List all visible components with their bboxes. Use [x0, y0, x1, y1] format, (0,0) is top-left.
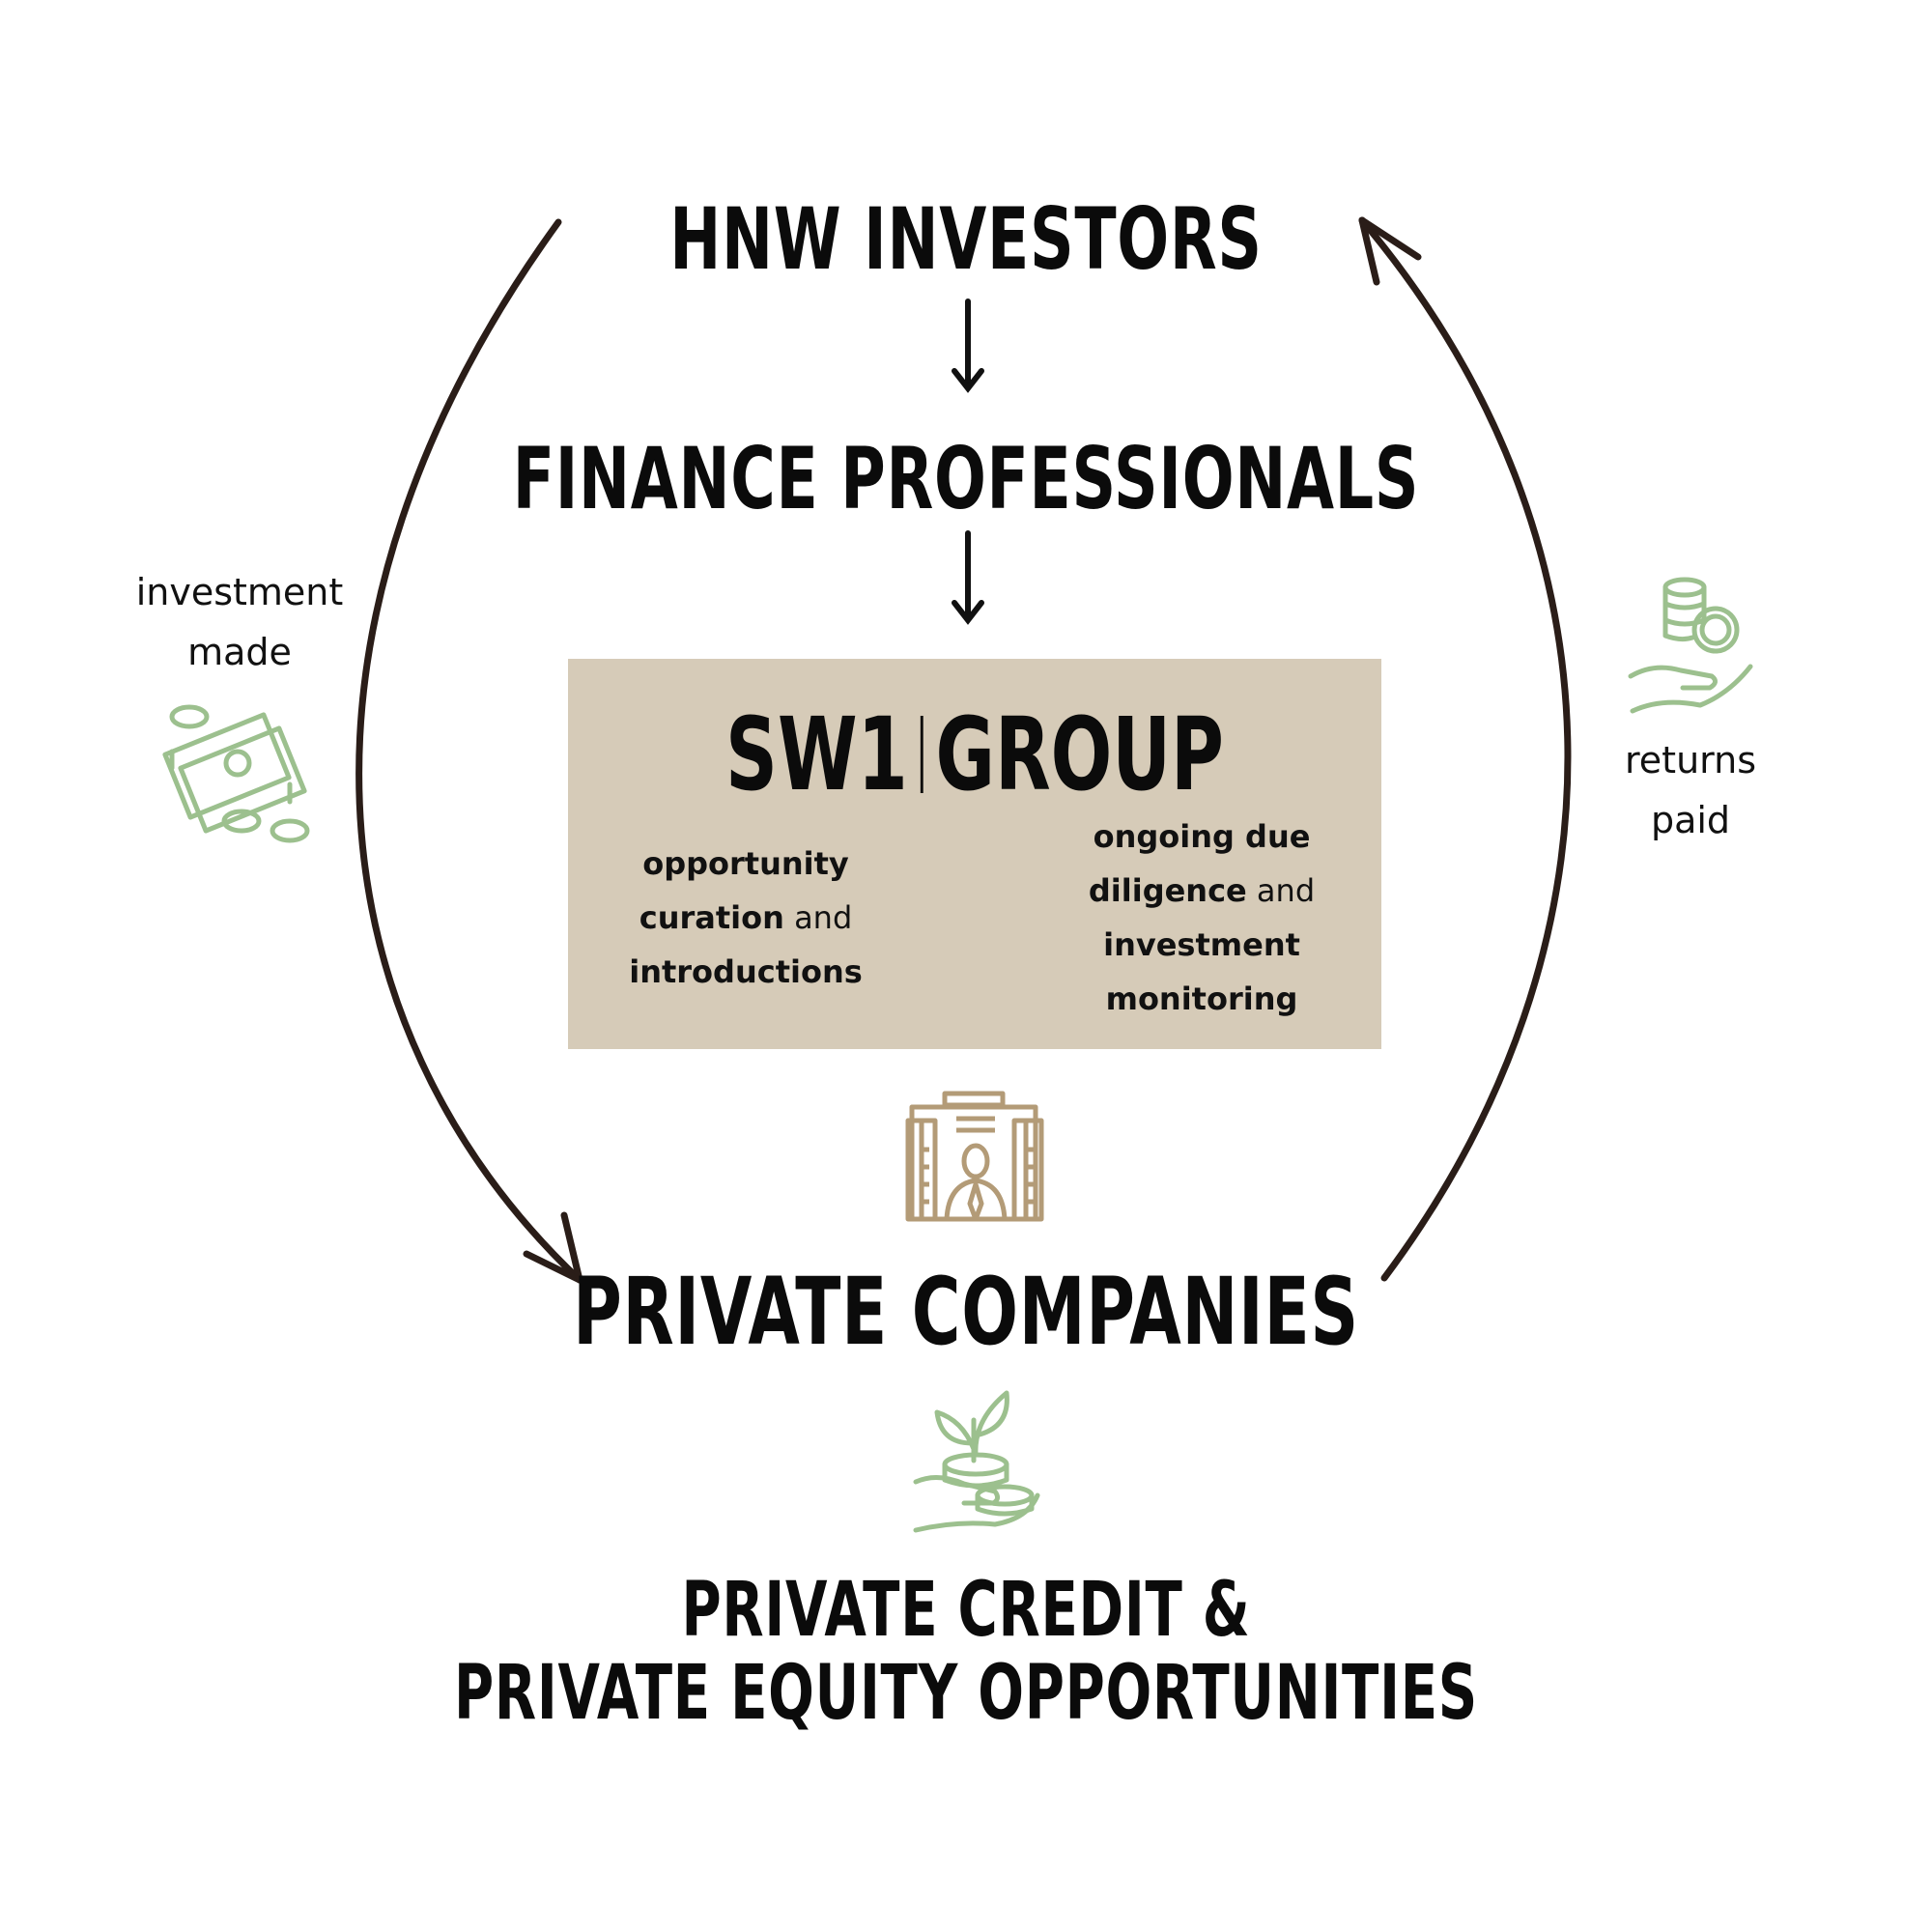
- investment-made-label: investment made: [95, 562, 384, 682]
- curation-line3: introductions: [629, 953, 863, 990]
- monitoring-line4: monitoring: [1105, 980, 1298, 1017]
- logo-divider: [920, 716, 923, 793]
- curation-line2-bold: curation: [639, 899, 784, 936]
- hand-coins-euro-icon: [1628, 577, 1753, 714]
- investment-cycle-arrow: [355, 218, 583, 1284]
- node-private-companies: PRIVATE COMPANIES: [573, 1258, 1359, 1366]
- returns-paid-line2: paid: [1650, 799, 1731, 841]
- monitoring-label: ongoing due diligence and investment mon…: [1057, 810, 1347, 1026]
- curation-label: opportunity curation and introductions: [601, 837, 891, 999]
- arrow-finance-to-sw1: [952, 530, 984, 625]
- node-opportunities-line1: PRIVATE CREDIT &: [681, 1567, 1251, 1654]
- returns-cycle-arrow: [1358, 216, 1572, 1282]
- logo-sw1: SW1: [725, 696, 908, 813]
- monitoring-line2-rest: and: [1246, 872, 1316, 909]
- cash-coins-icon: [162, 704, 310, 843]
- investment-made-line1: investment: [135, 571, 344, 613]
- monitoring-line3: investment: [1103, 926, 1300, 963]
- returns-paid-line1: returns: [1625, 739, 1756, 781]
- office-building-businessman-icon: [905, 1091, 1044, 1222]
- arrow-investors-to-finance: [952, 298, 984, 393]
- monitoring-line2-bold: diligence: [1088, 872, 1247, 909]
- hand-coins-plant-icon: [913, 1390, 1040, 1533]
- node-opportunities-line2: PRIVATE EQUITY OPPORTUNITIES: [454, 1650, 1478, 1737]
- investment-made-line2: made: [187, 631, 292, 673]
- returns-paid-label: returns paid: [1546, 730, 1835, 850]
- curation-line1: opportunity: [642, 845, 849, 882]
- logo-group: GROUP: [935, 696, 1224, 813]
- monitoring-line1: ongoing due: [1093, 818, 1311, 855]
- node-hnw-investors: HNW INVESTORS: [669, 189, 1263, 289]
- node-finance-professionals: FINANCE PROFESSIONALS: [512, 429, 1420, 528]
- curation-line2-rest: and: [783, 899, 853, 936]
